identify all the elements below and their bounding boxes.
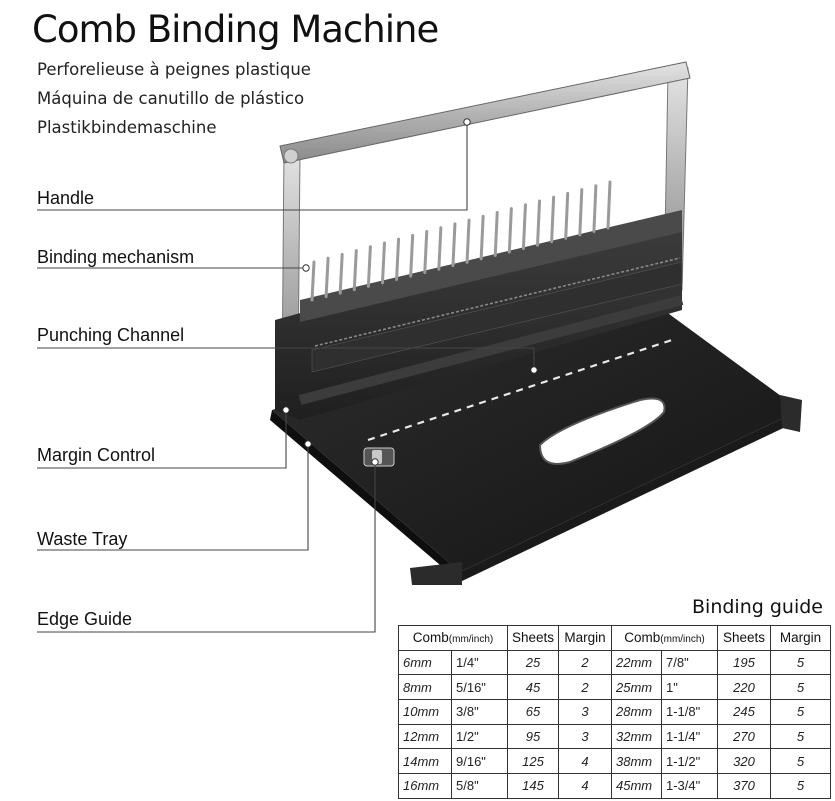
page-title: Comb Binding Machine (32, 8, 439, 51)
cell-comb-inch: 1-1/8" (661, 699, 718, 725)
cell-margin: 4 (558, 773, 612, 799)
cell-comb-mm: 14mm (398, 748, 452, 775)
cell-comb-mm: 12mm (398, 723, 452, 750)
label-edge-guide: Edge Guide (37, 609, 133, 629)
subtitle-spanish: Máquina de canutillo de plástico (37, 89, 305, 108)
label-handle: Handle (37, 188, 95, 208)
punch-guide-line (367, 338, 673, 442)
label-margin-control: Margin Control (37, 445, 156, 465)
header-sheets: Sheets (507, 625, 559, 651)
comb-teeth (310, 180, 612, 302)
margin-knob (363, 447, 395, 467)
cell-comb-inch: 1-3/4" (661, 773, 718, 799)
cell-sheets: 320 (717, 748, 771, 775)
cell-margin: 5 (770, 748, 831, 775)
cell-comb-mm: 38mm (611, 748, 662, 775)
leader-lines (37, 122, 535, 633)
subtitle-french: Perforelieuse à peignes plastique (37, 60, 311, 79)
cell-margin: 4 (558, 748, 612, 775)
cell-comb-mm: 10mm (398, 699, 452, 725)
cell-sheets: 220 (717, 674, 771, 701)
cell-margin: 2 (558, 649, 612, 676)
cell-margin: 2 (558, 674, 612, 701)
cell-comb-inch: 1-1/2" (661, 748, 718, 775)
cell-comb-mm: 45mm (611, 773, 662, 799)
table-row: 10mm 3/8" 65 3 28mm 1-1/8" 245 5 (398, 699, 831, 725)
header-sheets: Sheets (717, 625, 771, 651)
table-row: 6mm 1/4" 25 2 22mm 7/8" 195 5 (398, 649, 831, 676)
cell-comb-inch: 9/16" (451, 748, 508, 775)
header-margin: Margin (770, 625, 831, 651)
cell-sheets: 25 (507, 649, 559, 676)
cell-sheets: 270 (717, 723, 771, 750)
cell-sheets: 245 (717, 699, 771, 725)
cell-comb-inch: 5/16" (451, 674, 508, 701)
header-comb: Comb(mm/inch) (398, 625, 508, 651)
cell-margin: 5 (770, 723, 831, 750)
label-waste-tray: Waste Tray (37, 529, 128, 549)
binding-guide-table: Comb(mm/inch) Sheets Margin Comb(mm/inch… (398, 625, 831, 799)
cell-comb-inch: 1" (661, 674, 718, 701)
cell-sheets: 45 (507, 674, 559, 701)
header-comb: Comb(mm/inch) (611, 625, 718, 651)
cell-sheets: 195 (717, 649, 771, 676)
cell-comb-inch: 5/8" (451, 773, 508, 799)
cell-sheets: 65 (507, 699, 559, 725)
cell-margin: 3 (558, 699, 612, 725)
cell-margin: 3 (558, 723, 612, 750)
table-header-row: Comb(mm/inch) Sheets Margin Comb(mm/inch… (398, 625, 831, 651)
cell-comb-mm: 6mm (398, 649, 452, 676)
cell-margin: 5 (770, 699, 831, 725)
cell-margin: 5 (770, 674, 831, 701)
table-row: 12mm 1/2" 95 3 32mm 1-1/4" 270 5 (398, 723, 831, 750)
cell-comb-inch: 3/8" (451, 699, 508, 725)
cell-comb-inch: 1-1/4" (661, 723, 718, 750)
cell-comb-mm: 16mm (398, 773, 452, 799)
cell-sheets: 95 (507, 723, 559, 750)
cell-margin: 5 (770, 649, 831, 676)
table-row: 8mm 5/16" 45 2 25mm 1" 220 5 (398, 674, 831, 701)
label-punching-channel: Punching Channel (37, 325, 185, 345)
cell-sheets: 145 (507, 773, 559, 799)
cell-comb-inch: 7/8" (661, 649, 718, 676)
base-shape (270, 300, 802, 585)
body-shape (275, 210, 684, 420)
label-binding-mechanism: Binding mechanism (37, 247, 195, 267)
binding-guide-title: Binding guide (692, 596, 823, 618)
header-margin: Margin (558, 625, 612, 651)
cell-comb-mm: 32mm (611, 723, 662, 750)
cell-comb-inch: 1/2" (451, 723, 508, 750)
subtitle-german: Plastikbindemaschine (37, 118, 217, 137)
leader-dots (282, 118, 538, 466)
cell-comb-mm: 25mm (611, 674, 662, 701)
cell-comb-mm: 28mm (611, 699, 662, 725)
cell-margin: 5 (770, 773, 831, 799)
cell-comb-mm: 8mm (398, 674, 452, 701)
cell-comb-mm: 22mm (611, 649, 662, 676)
cell-sheets: 125 (507, 748, 559, 775)
cell-sheets: 370 (717, 773, 771, 799)
cell-comb-inch: 1/4" (451, 649, 508, 676)
table-row: 14mm 9/16" 125 4 38mm 1-1/2" 320 5 (398, 748, 831, 775)
table-row: 16mm 5/8" 145 4 45mm 1-3/4" 370 5 (398, 773, 831, 799)
